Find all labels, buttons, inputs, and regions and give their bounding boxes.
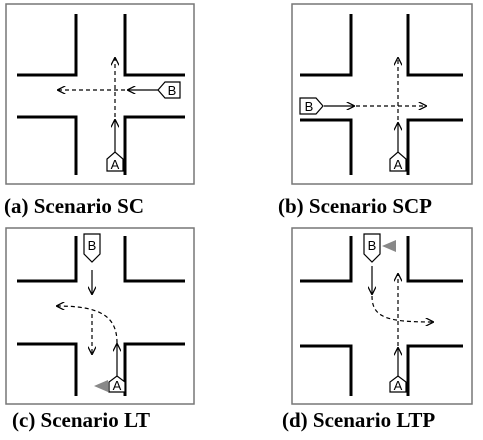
intersection-diagram-c: B A: [5, 227, 195, 405]
vehicle-a: A: [389, 151, 407, 172]
panel-a: A B (a) Scenario SC: [0, 0, 220, 220]
road-edges: [300, 14, 463, 175]
vehicle-a-label: A: [394, 378, 403, 393]
pedestrian-marker-icon: [382, 240, 396, 252]
intersection-diagram-a: A B: [5, 3, 195, 185]
vehicle-a-label: A: [113, 378, 122, 393]
frame: [291, 227, 473, 405]
vehicle-a-path-dashed: [57, 306, 118, 344]
panel-d: B A (d) Scenario LTP: [278, 226, 483, 440]
panel-c: B A (c) Scenario LT: [0, 226, 220, 440]
vehicle-a: A: [106, 151, 124, 172]
vehicle-b: B: [83, 233, 101, 263]
road-edges: [300, 236, 463, 396]
caption-b: (b) Scenario SCP: [278, 194, 432, 218]
vehicle-a-label: A: [111, 157, 120, 172]
vehicle-a-label: A: [394, 157, 403, 172]
vehicle-b: B: [299, 97, 324, 115]
vehicle-b-label: B: [168, 83, 177, 98]
panel-b: A B (b) Scenario SCP: [278, 0, 483, 220]
vehicle-b-label: B: [88, 238, 97, 253]
vehicle-b: B: [157, 81, 181, 99]
road-edges: [17, 236, 185, 396]
caption-d: (d) Scenario LTP: [282, 408, 436, 432]
road-edges: [17, 14, 185, 175]
caption-a: (a) Scenario SC: [4, 194, 144, 218]
vehicle-b-label: B: [305, 99, 314, 114]
frame: [291, 3, 473, 185]
pedestrian-marker-icon: [94, 380, 108, 392]
vehicle-b-path-dashed: [371, 295, 433, 322]
caption-c: (c) Scenario LT: [12, 408, 151, 432]
intersection-diagram-d: B A: [291, 227, 473, 405]
frame: [5, 227, 195, 405]
frame: [5, 3, 195, 185]
vehicle-b: B: [363, 233, 381, 263]
intersection-diagram-b: A B: [291, 3, 473, 185]
vehicle-a: A: [108, 375, 126, 393]
vehicle-b-label: B: [368, 238, 377, 253]
vehicle-a: A: [389, 375, 407, 393]
